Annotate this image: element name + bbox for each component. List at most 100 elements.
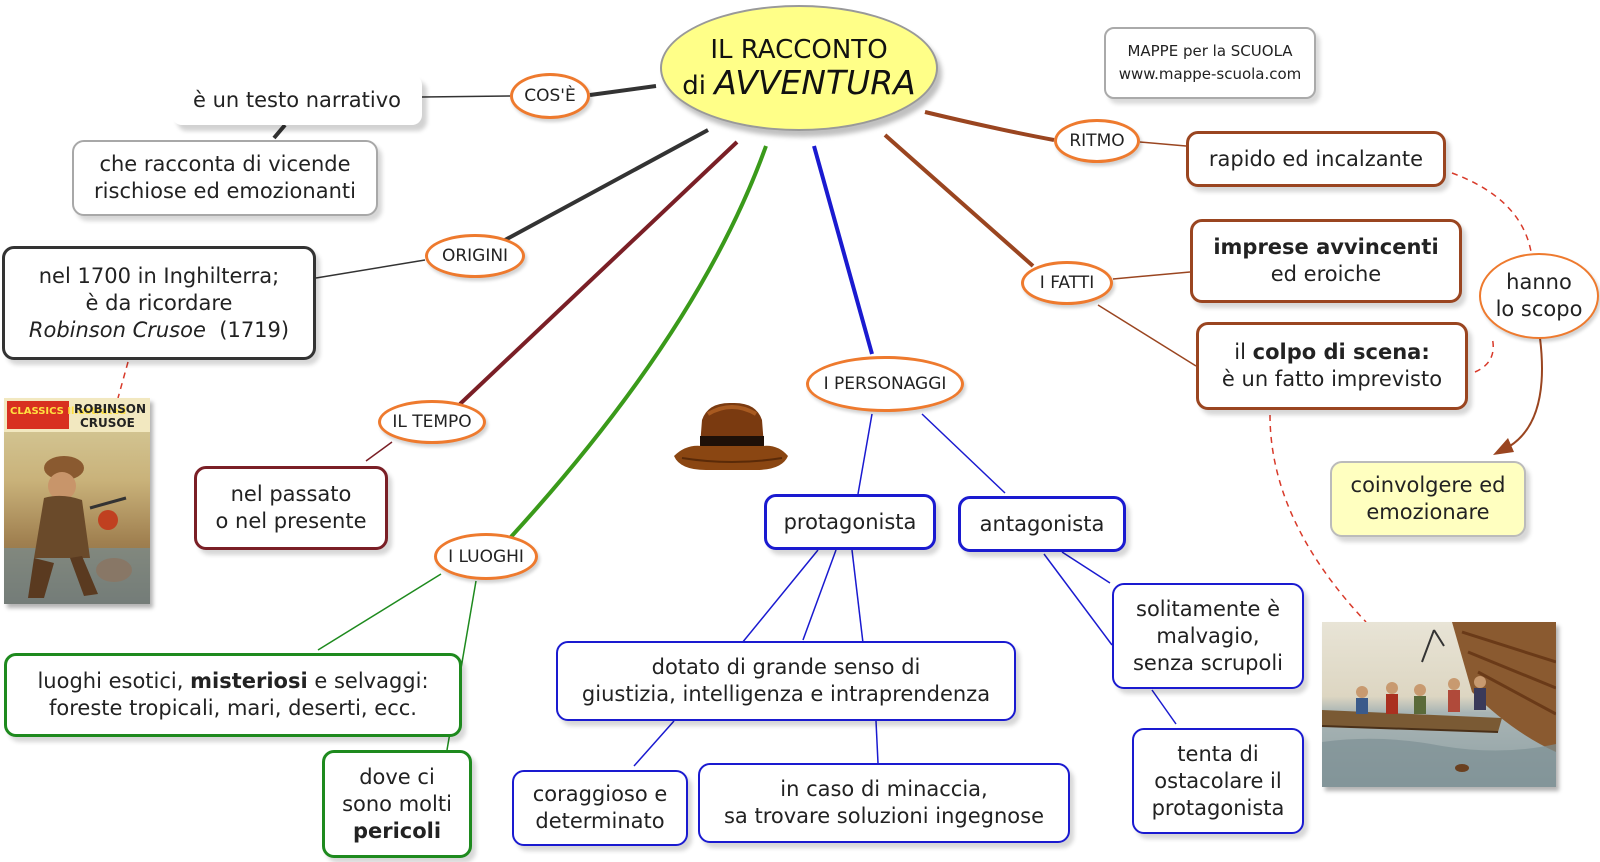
label-luoghi[interactable]: I LUOGHI	[434, 533, 538, 580]
label-tempo-text: IL TEMPO	[392, 412, 472, 432]
node-ostacolare-line1: tenta di	[1177, 741, 1259, 766]
node-dotato-line2: giustizia, intelligenza e intraprendenza	[581, 682, 991, 706]
node-imprese-line2: ed eroiche	[1270, 262, 1382, 286]
label-cose[interactable]: COS'È	[510, 73, 590, 119]
node-ostacolare[interactable]: tenta di ostacolare il protagonista	[1132, 728, 1304, 834]
link-colpo-picture	[1269, 414, 1367, 623]
cover-banner-text: CLASSICS Illustrated	[10, 406, 126, 417]
node-testo-narrativo[interactable]: è un testo narrativo	[172, 75, 422, 125]
link-center-fatti	[883, 133, 1035, 268]
link-fatti-colpo	[1097, 304, 1197, 367]
node-malvagio-line3: senza scrupoli	[1132, 650, 1283, 675]
central-title-line2: di AVVENTURA	[682, 65, 915, 103]
link-tempo-text	[365, 441, 393, 462]
link-dotato-coraggioso	[633, 720, 675, 767]
label-fatti-text: I FATTI	[1039, 273, 1095, 293]
node-imprese-bold: imprese avvincenti	[1213, 235, 1439, 259]
link-ritmo-rapido	[1139, 141, 1187, 147]
label-origini[interactable]: ORIGINI	[425, 234, 525, 278]
node-rapido[interactable]: rapido ed incalzante	[1186, 131, 1446, 187]
node-coinvolgere-line2: emozionare	[1366, 500, 1490, 524]
node-pericoli[interactable]: dove ci sono molti pericoli	[322, 750, 472, 858]
link-center-luoghi	[508, 145, 768, 540]
node-minaccia[interactable]: in caso di minaccia, sa trovare soluzion…	[698, 763, 1070, 843]
link-center-cose	[589, 84, 657, 97]
link-rapido-scopo	[1451, 172, 1533, 259]
label-hanno-scopo-line2: lo scopo	[1495, 297, 1583, 321]
node-dotato[interactable]: dotato di grande senso di giustizia, int…	[556, 641, 1016, 721]
node-colpo[interactable]: il colpo di scena: è un fatto imprevisto	[1196, 322, 1468, 410]
node-vicende-line2: rischiose ed emozionanti	[94, 179, 356, 203]
raft-illustration	[1322, 622, 1556, 787]
node-protagonista[interactable]: protagonista	[764, 494, 936, 550]
label-personaggi[interactable]: I PERSONAGGI	[806, 356, 964, 412]
link-antagonista-ostacolare	[1043, 553, 1113, 646]
node-coraggioso-line1: coraggioso e	[532, 782, 668, 806]
node-origini-line3: Robinson Crusoe (1719)	[29, 317, 289, 344]
node-origini-year: (1719)	[219, 317, 290, 342]
node-coraggioso[interactable]: coraggioso e determinato	[512, 770, 688, 846]
node-antagonista[interactable]: antagonista	[958, 496, 1126, 552]
hat-illustration	[674, 402, 788, 470]
cover-illustration: CLASSICS Illustrated ROBINSON CRUSOE	[4, 398, 150, 604]
node-rapido-text: rapido ed incalzante	[1208, 146, 1424, 171]
node-pericoli-line1: dove ci	[359, 764, 435, 789]
credit-url[interactable]: www.mappe-scuola.com	[1118, 65, 1302, 83]
label-ritmo[interactable]: RITMO	[1054, 119, 1140, 163]
node-minaccia-line1: in caso di minaccia,	[780, 777, 988, 801]
link-cose-testo	[421, 95, 511, 98]
link-colpo-scopo	[1474, 336, 1494, 373]
label-tempo[interactable]: IL TEMPO	[378, 400, 486, 444]
node-malvagio-line2: malvagio,	[1156, 623, 1260, 648]
node-pericoli-bold: pericoli	[352, 818, 442, 843]
label-fatti[interactable]: I FATTI	[1021, 261, 1113, 305]
adventure-hat-icon	[672, 400, 790, 480]
node-luoghi-text[interactable]: luoghi esotici, misteriosi e selvaggi: f…	[4, 653, 462, 737]
node-antagonista-text: antagonista	[979, 511, 1105, 536]
node-tempo-line1: nel passato	[230, 482, 352, 506]
link-origini-book	[117, 361, 129, 399]
label-hanno-scopo[interactable]: hanno lo scopo	[1479, 253, 1599, 339]
credit-line1: MAPPE per la SCUOLA	[1127, 42, 1293, 60]
node-luoghi-line2: foreste tropicali, mari, deserti, ecc.	[49, 696, 417, 720]
node-vicende-line1: che racconta di vicende	[99, 152, 351, 176]
node-tempo-text[interactable]: nel passato o nel presente	[194, 466, 388, 550]
link-center-personaggi	[812, 145, 874, 355]
link-center-tempo	[458, 140, 739, 406]
node-ostacolare-line2: ostacolare il	[1154, 768, 1282, 793]
label-cose-text: COS'È	[524, 86, 576, 106]
node-colpo-bold: colpo di scena:	[1252, 340, 1430, 364]
node-protagonista-text: protagonista	[783, 509, 917, 534]
node-ostacolare-line3: protagonista	[1151, 795, 1285, 820]
node-origini-line1: nel 1700 in Inghilterra;	[38, 263, 280, 288]
cover-banner	[7, 401, 69, 429]
robinson-crusoe-cover-image: CLASSICS Illustrated ROBINSON CRUSOE	[4, 398, 150, 604]
link-protagonista-dotato-2	[802, 549, 837, 641]
node-luoghi-line1-a: luoghi esotici,	[37, 669, 184, 693]
node-coraggioso-line2: determinato	[535, 809, 665, 833]
link-origini-text	[315, 259, 426, 279]
node-malvagio[interactable]: solitamente è malvagio, senza scrupoli	[1112, 583, 1304, 689]
link-scopo-coinvolgere	[1497, 337, 1543, 454]
node-origini-text[interactable]: nel 1700 in Inghilterra; è da ricordare …	[2, 246, 316, 360]
node-vicende[interactable]: che racconta di vicende rischiose ed emo…	[72, 140, 378, 216]
link-protagonista-dotato-1	[741, 549, 819, 644]
central-topic[interactable]: IL RACCONTO di AVVENTURA	[660, 5, 938, 131]
node-luoghi-bold: misteriosi	[190, 669, 308, 693]
label-hanno-scopo-line1: hanno	[1506, 270, 1572, 294]
link-fatti-imprese	[1112, 271, 1191, 280]
link-luoghi-text	[317, 573, 442, 651]
label-origini-text: ORIGINI	[441, 246, 509, 266]
label-luoghi-text: I LUOGHI	[448, 546, 524, 567]
link-center-origini	[504, 128, 709, 242]
node-colpo-line2: è un fatto imprevisto	[1221, 367, 1443, 391]
node-luoghi-line1-b: e selvaggi:	[314, 669, 429, 693]
link-antagonista-malvagio	[1061, 551, 1111, 584]
node-origini-line2: è da ricordare	[85, 290, 233, 315]
node-imprese[interactable]: imprese avvincenti ed eroiche	[1190, 219, 1462, 303]
link-malvagio-ostacolare	[1151, 689, 1177, 725]
shipwreck-raft-image	[1322, 622, 1556, 787]
link-personaggi-protagonista	[857, 413, 873, 495]
node-coinvolgere[interactable]: coinvolgere ed emozionare	[1330, 461, 1526, 537]
